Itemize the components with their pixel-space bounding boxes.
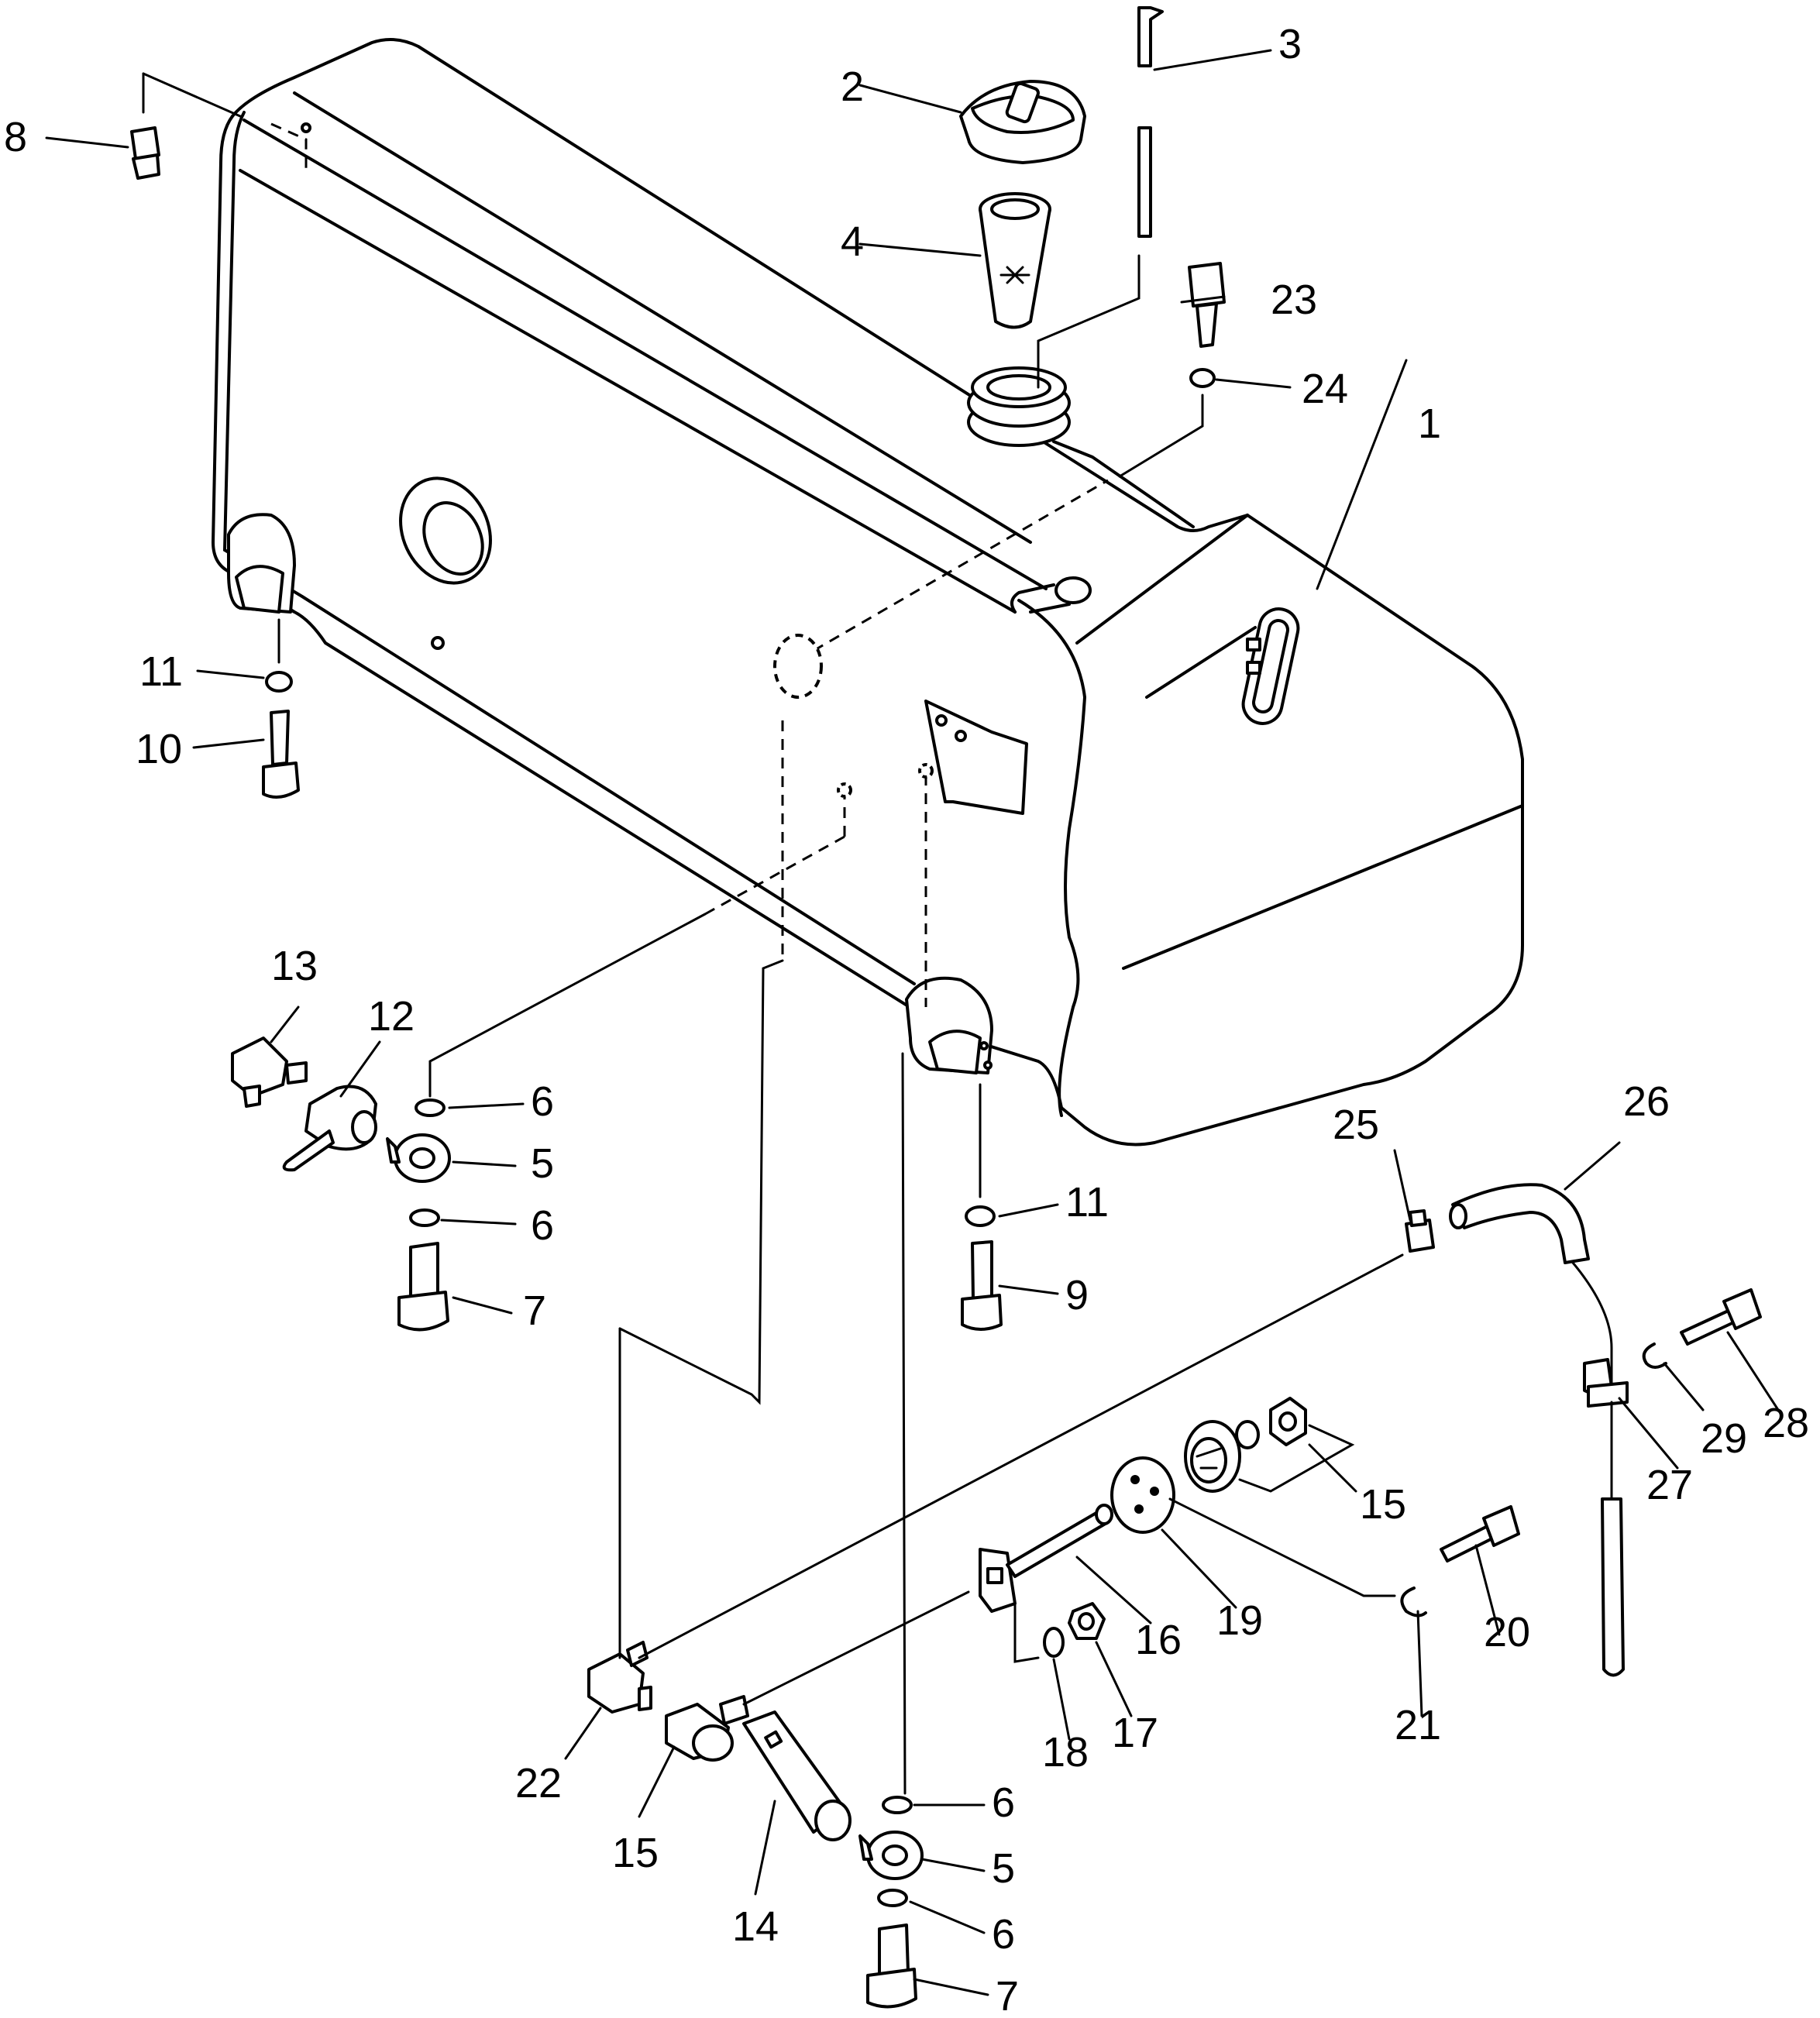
strainer: [979, 192, 1051, 329]
callout-15-upper: 15: [1360, 1481, 1406, 1528]
callout-11-bottom: 11: [1065, 1179, 1109, 1226]
nut-15: [1269, 1397, 1307, 1446]
callout-6c: 6: [992, 1779, 1015, 1826]
clip-29: [1642, 1342, 1667, 1369]
callout-22: 22: [515, 1760, 562, 1807]
callout-11-top: 11: [139, 648, 183, 695]
pipe: [1601, 1497, 1625, 1677]
callout-6d: 6: [992, 1911, 1015, 1958]
washer-11-top: [265, 671, 293, 693]
nut-17: [1068, 1602, 1106, 1640]
elbow-13: [231, 1037, 308, 1108]
callout-4: 4: [841, 218, 864, 265]
cover-15-upper: [1184, 1420, 1241, 1493]
banjo-5-top: [386, 1133, 451, 1183]
callout-29: 29: [1701, 1415, 1747, 1462]
callout-23: 23: [1271, 277, 1317, 323]
callout-7a: 7: [523, 1287, 546, 1334]
fuel-cap: [959, 80, 1086, 164]
callout-16: 16: [1135, 1617, 1182, 1663]
fuel-tank-body: [212, 38, 1524, 1147]
filler-neck-threads: [967, 366, 1071, 447]
tee-22: [587, 1641, 652, 1714]
valve-14: [742, 1710, 852, 1841]
sight-gauge: [1241, 607, 1300, 725]
washer-18: [1043, 1627, 1065, 1658]
lever-16: [979, 1504, 1113, 1613]
callout-17: 17: [1112, 1710, 1158, 1756]
washer-24: [1189, 368, 1216, 388]
callout-15-lower: 15: [612, 1830, 659, 1876]
callout-27: 27: [1646, 1462, 1693, 1508]
bolt-10: [262, 710, 300, 799]
callout-8: 8: [4, 114, 27, 160]
clip-21: [1400, 1587, 1427, 1617]
hidden-lines: [270, 122, 1109, 1007]
o-ring-6d: [877, 1889, 908, 1907]
hose-26: [1449, 1183, 1613, 1388]
banjo-bolt-7-bottom: [866, 1923, 917, 2009]
callout-7b: 7: [996, 1973, 1019, 2018]
mounting-bracket: [924, 700, 1028, 815]
callout-6b: 6: [531, 1202, 554, 1249]
washer-11-bottom: [965, 1205, 996, 1227]
plate-19: [1110, 1456, 1175, 1534]
callout-28: 28: [1763, 1400, 1809, 1446]
callout-24: 24: [1302, 366, 1348, 412]
callout-12: 12: [368, 993, 415, 1040]
callout-1: 1: [1418, 401, 1441, 447]
valve-12: [282, 1085, 377, 1172]
callout-5b: 5: [992, 1845, 1015, 1892]
callout-25: 25: [1333, 1102, 1379, 1148]
callout-13: 13: [271, 943, 318, 989]
elbow-15-lower: [665, 1695, 749, 1762]
callout-21: 21: [1395, 1702, 1441, 1748]
callout-26: 26: [1623, 1078, 1670, 1125]
callout-14: 14: [732, 1903, 779, 1950]
callout-10: 10: [136, 726, 182, 772]
callout-3: 3: [1278, 21, 1302, 67]
bolt-20: [1440, 1505, 1520, 1562]
dipstick: [1037, 6, 1164, 389]
o-ring-6a: [415, 1098, 446, 1117]
clamp-25: [1405, 1209, 1435, 1253]
banjo-5-bottom: [858, 1831, 924, 1880]
leader-lines: [45, 49, 1780, 1996]
washer-15: [1235, 1420, 1260, 1449]
bolt-28: [1680, 1288, 1762, 1346]
callout-5a: 5: [531, 1140, 554, 1187]
o-ring-6b: [409, 1208, 440, 1227]
banjo-bolt-7-top: [397, 1242, 449, 1332]
callout-19: 19: [1216, 1597, 1263, 1644]
callout-9: 9: [1065, 1272, 1089, 1318]
callout-20: 20: [1484, 1609, 1530, 1655]
bolt-23: [1188, 262, 1226, 348]
callout-6a: 6: [531, 1078, 554, 1125]
plug-8: [130, 72, 242, 180]
o-ring-6c: [882, 1796, 913, 1814]
clamp-27: [1583, 1358, 1629, 1520]
callout-18: 18: [1042, 1729, 1089, 1776]
callout-2: 2: [841, 64, 864, 110]
bolt-9: [961, 1240, 1003, 1331]
